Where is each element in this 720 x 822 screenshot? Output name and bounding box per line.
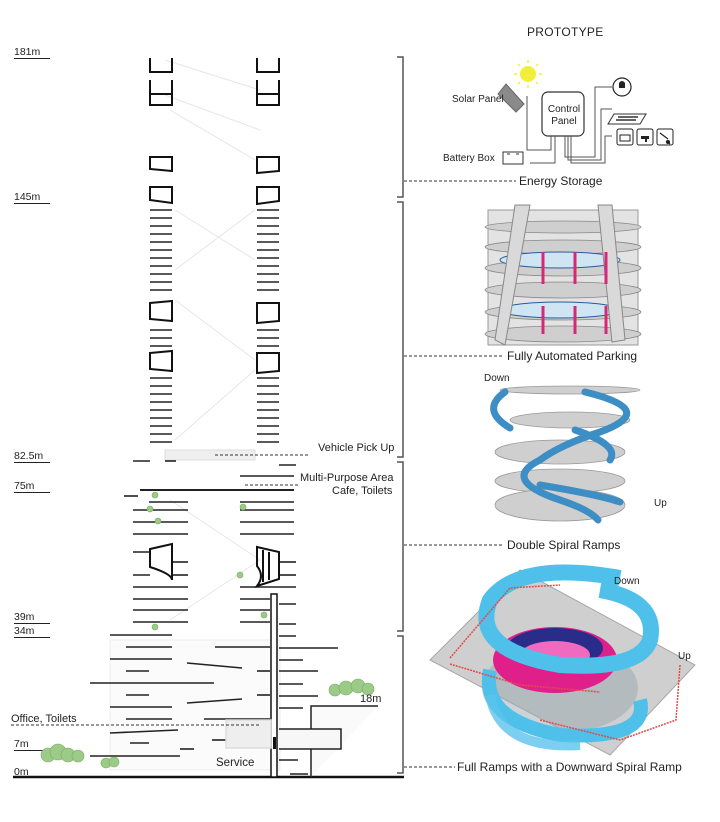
lift-arrows <box>541 252 608 334</box>
automated-parking-diagram <box>484 204 642 346</box>
level-marker-7m: 7m <box>14 738 50 751</box>
label-multi-purpose-area: Multi-Purpose Area <box>300 472 394 484</box>
energy-storage-diagram <box>497 60 674 165</box>
tag-down-double-spiral: Down <box>484 373 510 384</box>
spiral-ramp-paths <box>490 388 631 524</box>
solar-panel-icon <box>497 83 525 113</box>
route-lines <box>449 584 681 741</box>
label-battery-box: Battery Box <box>443 153 495 164</box>
label-vehicle-pickup: Vehicle Pick Up <box>318 442 395 454</box>
upper-window-frames <box>149 58 280 375</box>
label-solar-panel: Solar Panel <box>452 94 504 105</box>
control-panel-box <box>541 91 585 137</box>
lower-floor-slabs <box>90 460 338 775</box>
level-marker-39m: 39m <box>14 611 50 624</box>
label-control-panel-2: Panel <box>551 116 577 127</box>
tag-down-full-ramps: Down <box>614 576 640 587</box>
section-leader-lines <box>11 454 310 726</box>
tag-up-full-ramps: Up <box>678 651 691 662</box>
service-core <box>270 593 278 778</box>
level-marker-34m: 34m <box>14 625 50 638</box>
caption-automated-parking: Fully Automated Parking <box>507 349 638 363</box>
sprinkler-icon <box>656 128 674 146</box>
battery-icon <box>502 151 524 165</box>
label-terrace-18m: 18m <box>360 693 382 705</box>
label-office-toilets: Office, Toilets <box>11 713 77 725</box>
caption-leaders <box>404 180 516 768</box>
trees <box>40 491 375 769</box>
label-cafe-toilets: Cafe, Toilets <box>332 485 393 497</box>
radio-icon <box>616 128 634 146</box>
label-service: Service <box>216 757 255 769</box>
zone-brackets <box>397 56 404 774</box>
level-marker-181m: 181m <box>14 46 50 59</box>
label-control-panel-1: Control <box>547 104 581 115</box>
caption-energy-storage: Energy Storage <box>519 174 603 188</box>
prototype-title: PROTOTYPE <box>527 25 604 39</box>
full-ramps-diagram <box>429 564 696 756</box>
lightbulb-icon <box>612 77 632 97</box>
level-marker-0m: 0m <box>14 766 29 778</box>
caption-double-spiral-ramps: Double Spiral Ramps <box>507 538 621 552</box>
sun-icon <box>514 60 542 88</box>
level-marker-75m: 75m <box>14 480 50 493</box>
ghost-ramps <box>109 59 281 771</box>
lower-window-flares <box>149 542 280 588</box>
level-marker-145m: 145m <box>14 191 50 204</box>
wiring <box>526 86 612 164</box>
double-spiral-ramps-diagram <box>490 385 641 524</box>
parking-floor-slabs <box>150 209 279 443</box>
caption-full-ramps: Full Ramps with a Downward Spiral Ramp <box>457 760 682 774</box>
level-marker-82-5m: 82.5m <box>14 450 50 463</box>
heating-mat-icon <box>607 113 647 125</box>
water-tap-icon <box>636 128 654 146</box>
tag-up-double-spiral: Up <box>654 498 667 509</box>
